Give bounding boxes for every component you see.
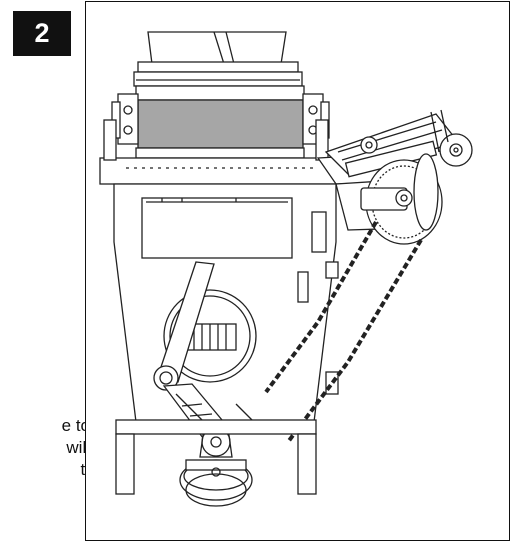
caption-line: t. <box>0 459 90 481</box>
instruction-caption: e to will t. <box>0 415 90 481</box>
step-number: 2 <box>34 18 50 48</box>
drive-chain <box>264 220 423 444</box>
caption-line: e to <box>61 416 90 435</box>
drum <box>111 85 330 159</box>
caption-line: will <box>66 438 90 457</box>
step-number-badge: 2 <box>13 11 71 56</box>
tensioner-arm <box>324 109 473 178</box>
hopper <box>133 31 303 87</box>
bottom-wheel <box>179 459 253 507</box>
illustration-frame <box>85 1 510 541</box>
idler-sprocket <box>360 153 443 245</box>
machine-illustration <box>99 31 473 507</box>
frame-legs <box>115 419 317 495</box>
